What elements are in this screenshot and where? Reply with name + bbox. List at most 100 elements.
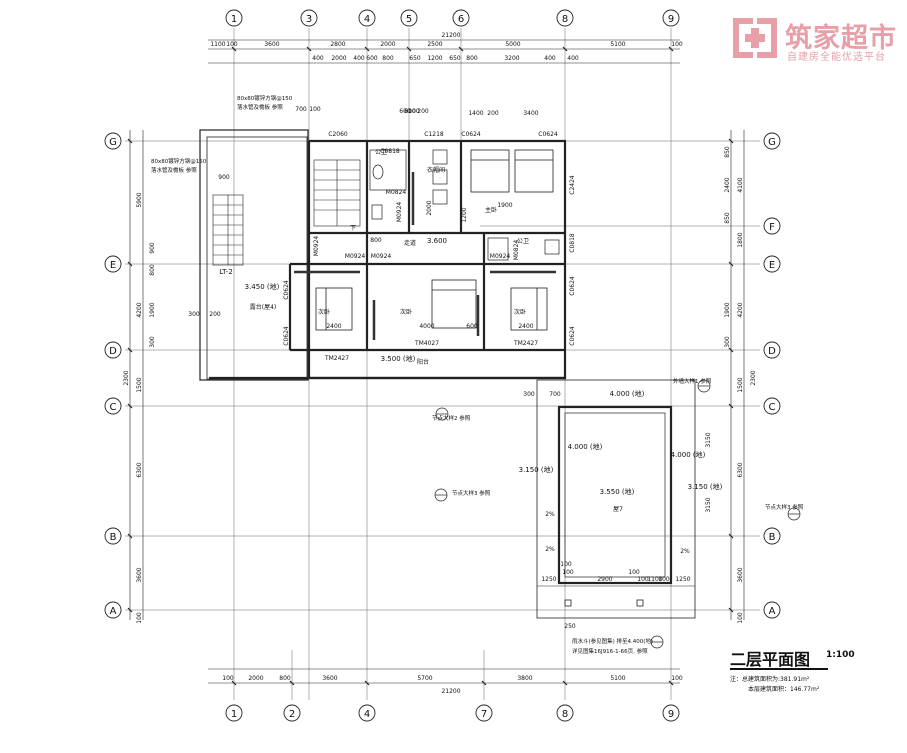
opening-code: M0924 [396,202,403,223]
dim-left: 1900 [149,302,156,317]
drawing-scale: 1:100 [826,650,855,660]
axis-label-left: C [110,402,117,413]
level-mark: 3.500 (地) [381,354,416,363]
room-label: 衣帽间 [427,166,445,174]
dim-top: 100 [226,41,238,48]
room-label: 走道 [404,239,416,247]
annotation: 详见图集16J916-1-66页, 参照 [572,647,648,655]
brand-name: 筑家超市 [785,23,897,54]
inner-dim: 100 [562,569,574,576]
opening-code: C0818 [380,148,400,155]
room-label: 主卧 [485,206,497,214]
opening-code: C0624 [283,280,290,300]
annotation: 外墙大样1 参照 [673,377,712,385]
dim-bottom: 2000 [248,675,263,682]
axis-label-left: A [110,606,117,617]
slope-mark: 2% [545,511,555,518]
dim-top: 700 [295,106,307,113]
axis-label-left: B [110,532,117,543]
dim-top: 100 [671,41,683,48]
dim-left: 300 [149,336,156,348]
stair-label: LT-2 [219,268,233,276]
dim-right: 1800 [737,232,744,247]
opening-code: M0924 [371,253,392,260]
dim-left: 5900 [136,192,143,207]
annotation: 雨水斗(参见图集) 排至4.400(地) [572,637,653,645]
dim-bottom: 100 [671,675,683,682]
axis-label-top: 8 [562,14,568,25]
dim-left: 1500 [136,377,143,392]
level-mark: 4.000 (地) [671,450,706,459]
axis-label-right: E [769,260,775,271]
dim-bottom: 5700 [417,675,432,682]
inner-dim: 100 [637,576,649,583]
dim-right: 4200 [737,302,744,317]
slope-mark: 2% [545,546,555,553]
room-label: 露台(屋4) [250,303,277,311]
inner-dim: 100 [658,576,670,583]
room-label: 屋7 [613,506,623,513]
level-mark: 4.000 (地) [610,389,645,398]
dim-right: 1900 [724,302,731,317]
room-label: 次卧 [318,308,330,316]
annotation: 80x80镀锌方钢@150 [237,94,293,102]
dim-right: 300 [724,336,731,348]
area-note-total: 注：总建筑面积为:381.91m² [730,676,810,683]
dim-right: 3600 [737,567,744,582]
brand-logo-icon [733,18,777,58]
axis-label-left: D [109,346,117,357]
dim-right: 4100 [737,177,744,192]
opening-code: M0924 [490,253,511,260]
dim-top: 650 [449,55,461,62]
opening-code: TM2427 [324,355,349,362]
dim-right: 850 [724,212,731,224]
inner-dim: 2400 [326,323,341,330]
watermark: 筑家超市 自建房全能优选平台 [731,14,901,64]
dim-total-top: 21200 [441,32,460,39]
opening-code: C1218 [424,131,444,138]
dim-top: 1400 [468,110,483,117]
dim-top: 400 [544,55,556,62]
axis-label-bottom: 2 [289,709,295,720]
inner-dim: 700 [549,391,561,398]
axis-label-bottom: 1 [231,709,237,720]
dim-top: 400 [312,55,324,62]
opening-code: C0624 [569,276,576,296]
opening-code: M0824 [386,189,407,196]
dim-top: 3200 [504,55,519,62]
room-label: 下 [350,225,356,232]
dim-top: 400 [567,55,579,62]
axis-label-top: 5 [406,14,412,25]
area-note-floor: 本层建筑面积：146.77m² [748,686,820,693]
axis-label-bottom: 8 [562,709,568,720]
inner-dim: 1100 [647,576,662,583]
axis-label-right: F [769,222,775,233]
inner-dim: 100 [560,561,572,568]
dim-top: 2800 [330,41,345,48]
dim-left: 2300 [123,370,130,385]
inner-dim: 2400 [518,323,533,330]
axis-label-left: E [110,260,116,271]
annotation: 80x80镀锌方钢@150 [151,157,207,165]
level-mark: 3.550 (地) [600,487,635,496]
opening-code: TM2427 [513,340,538,347]
brand-slogan: 自建房全能优选平台 [787,52,886,63]
inner-dim: 600 [404,108,416,115]
inner-dim: 600 [466,323,478,330]
dim-right: 2400 [724,177,731,192]
axis-label-right: G [768,137,776,148]
dim-top: 5100 [610,41,625,48]
inner-dim: 300 [523,391,535,398]
dim-bottom: 100 [222,675,234,682]
inner-dim: 2900 [597,576,612,583]
dim-top: 200 [417,108,429,115]
level-mark: 3.450 (地) [245,282,280,291]
room-label: 次卧 [514,308,526,316]
axis-label-right: D [768,346,776,357]
dim-right: 3150 [705,497,712,512]
axis-label-top: 4 [364,14,370,25]
dim-right: 850 [724,146,731,158]
opening-code: M0924 [345,253,366,260]
dim-top: 600 [399,108,411,115]
